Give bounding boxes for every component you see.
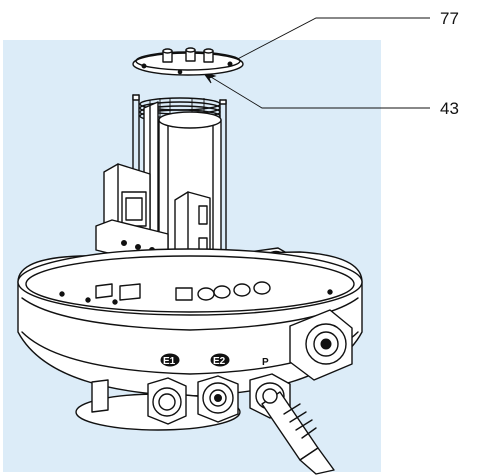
callout-43: 43 xyxy=(201,71,459,118)
port-label-e1: E1 xyxy=(163,356,176,367)
callout-43-leader xyxy=(205,73,430,109)
cover-plate xyxy=(132,47,244,76)
port-p-fitting xyxy=(249,373,335,475)
port-label-e2: E2 xyxy=(213,356,226,367)
callout-77-label: 77 xyxy=(440,9,459,28)
side-port xyxy=(289,309,353,381)
port-e2-fitting xyxy=(197,375,239,423)
port-labels: E1 E2 P xyxy=(160,353,269,368)
callout-77-leader xyxy=(227,17,430,65)
callout-43-label: 43 xyxy=(440,99,459,118)
port-e1-fitting xyxy=(147,377,187,425)
housing xyxy=(17,248,363,397)
port-label-p: P xyxy=(262,357,269,368)
